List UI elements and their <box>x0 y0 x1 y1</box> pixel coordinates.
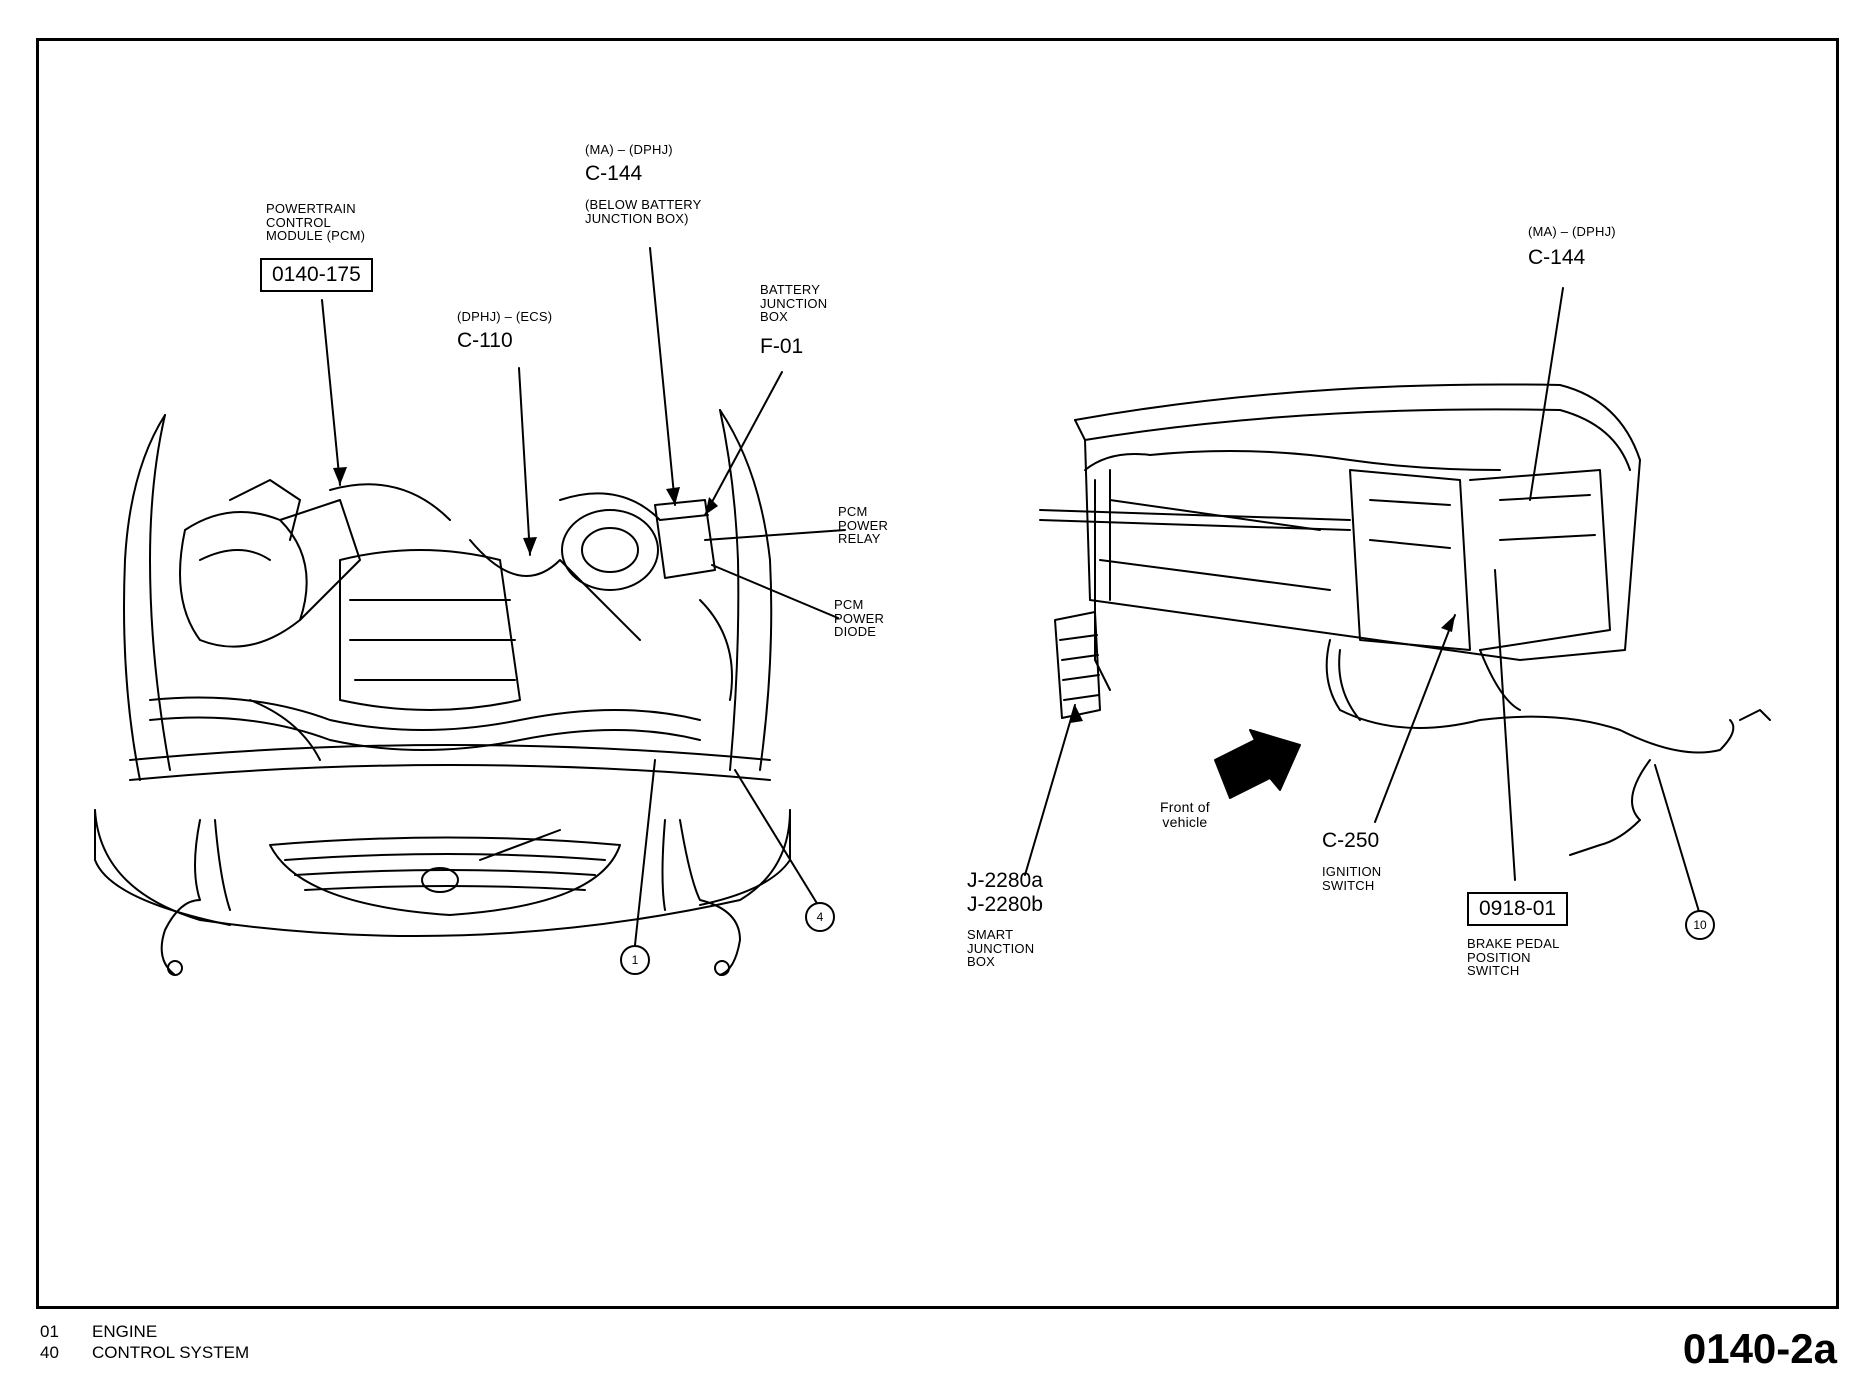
brake-title-line1: BRAKE PEDAL <box>1467 936 1560 951</box>
pcm-power-diode: PCM POWER DIODE <box>834 598 884 639</box>
callout-1: 1 <box>620 945 650 975</box>
j2280b-code: J-2280b <box>967 893 1043 916</box>
footer-line2-num: 40 <box>40 1343 59 1362</box>
c250-code: C-250 <box>1322 829 1380 852</box>
brake-title-line2: POSITION <box>1467 949 1531 965</box>
ignition-switch-line2: SWITCH <box>1322 877 1375 893</box>
c144-left-note-line1: (BELOW BATTERY <box>585 197 702 212</box>
pcm-title-line1: POWERTRAIN <box>266 201 356 216</box>
c144-right-variant: (MA) – (DPHJ) <box>1528 224 1616 239</box>
footer-line2-text: CONTROL SYSTEM <box>92 1343 250 1362</box>
pcm-relay-line1: PCM <box>838 504 868 519</box>
pcm-title-line3: MODULE (PCM) <box>266 228 366 244</box>
callout-10: 10 <box>1685 910 1715 940</box>
footer-line1-text: ENGINE <box>92 1322 158 1341</box>
ignition-switch-line1: IGNITION <box>1322 864 1382 879</box>
footer-line1-num: 01 <box>40 1322 59 1341</box>
pcm-diode-line1: PCM <box>834 597 864 612</box>
smart-junction-line1: SMART <box>967 927 1014 942</box>
page-code: 0140-2a <box>1682 1325 1837 1372</box>
smart-junction-line3: BOX <box>967 954 996 970</box>
callout-4: 4 <box>805 902 835 932</box>
brake-code-box: 0918-01 <box>1467 892 1569 926</box>
pcm-diode-line3: DIODE <box>834 624 877 640</box>
c144-left-code: C-144 <box>585 162 643 185</box>
c110-variant: (DPHJ) – (ECS) <box>457 309 553 324</box>
brake-title-line3: SWITCH <box>1467 963 1520 979</box>
front-of-vehicle: Front of vehicle <box>1160 800 1210 829</box>
pcm-relay-line2: POWER <box>838 517 889 533</box>
c110-code: C-110 <box>457 329 513 352</box>
pcm-title: POWERTRAIN CONTROL MODULE (PCM) <box>266 202 365 243</box>
brake-pedal-position-switch: BRAKE PEDAL POSITION SWITCH <box>1467 937 1560 978</box>
smart-junction-line2: JUNCTION <box>967 940 1035 956</box>
c144-left-note: (BELOW BATTERY JUNCTION BOX) <box>585 198 701 225</box>
smart-junction-box: SMART JUNCTION BOX <box>967 928 1034 969</box>
c144-left-note-line2: JUNCTION BOX) <box>585 210 689 226</box>
j2280a-code: J-2280a <box>967 869 1043 892</box>
battery-title-line3: BOX <box>760 309 789 325</box>
battery-junction-title: BATTERY JUNCTION BOX <box>760 283 827 324</box>
battery-junction-code: F-01 <box>760 335 804 358</box>
instrument-panel-illustration <box>1039 383 1771 856</box>
pcm-relay-line3: RELAY <box>838 531 881 547</box>
pcm-code-box: 0140-175 <box>260 258 373 292</box>
pcm-diode-line2: POWER <box>834 610 885 626</box>
ignition-switch: IGNITION SWITCH <box>1322 865 1381 892</box>
pcm-power-relay: PCM POWER RELAY <box>838 505 888 546</box>
diagram-frame <box>36 38 1839 1309</box>
battery-title-line2: JUNCTION <box>760 295 828 311</box>
c144-right-code: C-144 <box>1528 246 1586 269</box>
engine-compartment-illustration <box>94 409 791 976</box>
front-of-vehicle-line2: vehicle <box>1162 813 1208 830</box>
c144-left-variant: (MA) – (DPHJ) <box>585 142 673 157</box>
front-of-vehicle-line1: Front of <box>1160 799 1210 815</box>
battery-title-line1: BATTERY <box>760 282 821 297</box>
pcm-title-line2: CONTROL <box>266 214 331 230</box>
leader-lines <box>321 247 1701 946</box>
